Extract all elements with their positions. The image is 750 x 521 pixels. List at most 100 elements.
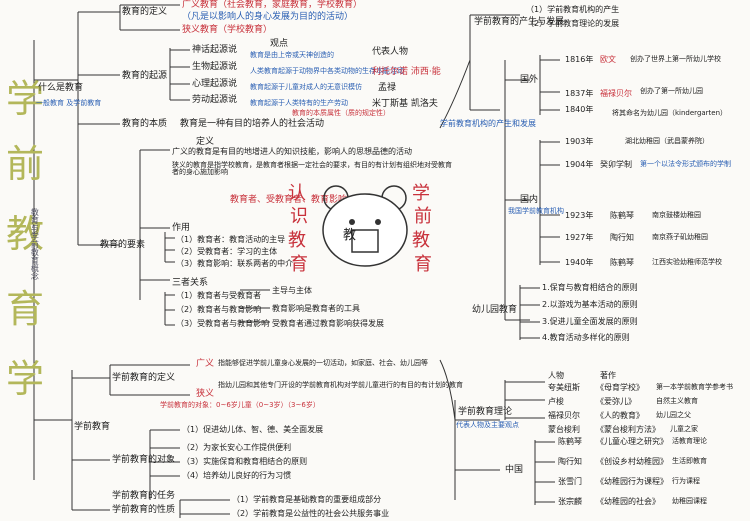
person-1-work: 《母育学校》 bbox=[596, 383, 644, 392]
root-top-sub: 一般教育 及学前教育 bbox=[36, 99, 102, 107]
nature2-1: （1）学前教育是基础教育的重要组成部分 bbox=[232, 495, 382, 504]
person-4-work: 《蒙台梭利方法》 bbox=[596, 425, 660, 434]
relation-3: （3）受教育者与教育影响 bbox=[176, 319, 270, 328]
root-top: 什么是教育 bbox=[38, 83, 84, 93]
bear-face-text: 教 bbox=[343, 228, 357, 243]
def-broad: 广义教育（社会教育，家庭教育，学校教育） bbox=[182, 0, 363, 10]
domestic-sub: 我国学前教育机构 bbox=[508, 207, 564, 215]
defs-title: 教育的定义 bbox=[122, 7, 168, 17]
elements-title: 教育的要素 bbox=[100, 240, 146, 250]
relation-2: （2）教育者与教育影响 bbox=[176, 305, 262, 314]
age-note: 学前教育的对象：0~6岁儿童（0~3岁）（3~6岁） bbox=[160, 401, 320, 409]
object-title: 学前教育的对象 bbox=[112, 455, 176, 465]
center-left-1: 认 bbox=[288, 183, 306, 204]
domestic-2-note: 第一个以法令形式颁布的学制 bbox=[640, 160, 731, 168]
domestic-5-note: 江西实验幼稚师范学校 bbox=[652, 258, 722, 266]
title-char-3: 教 bbox=[6, 212, 45, 256]
nature-note: 教育的本质属性（质的规定性） bbox=[292, 109, 390, 117]
views-header: 观点 bbox=[270, 39, 289, 49]
china-2-name: 陶行知 bbox=[558, 457, 582, 466]
china-title: 中国 bbox=[505, 465, 524, 475]
center-right-1: 学 bbox=[412, 183, 430, 204]
person-1-note: 第一本学前教育学参考书 bbox=[656, 383, 733, 391]
people-header: 人物 bbox=[548, 371, 564, 380]
foreign-1-person: 欧文 bbox=[600, 55, 616, 64]
domestic-1-note: 湖北幼稚园（武昌蒙养院） bbox=[625, 137, 709, 145]
role-2: （2）受教育者：学习的主体 bbox=[176, 247, 278, 256]
foreign-2-year: 1837年 bbox=[565, 89, 594, 98]
person-2-note: 自然主义教育 bbox=[656, 397, 698, 405]
def-text: 广义的教育是有目的地增进人的知识技能，影响人的思想品德的活动 bbox=[172, 147, 412, 156]
def-broad-note: （凡是以影响人的身心发展为目的的活动） bbox=[182, 12, 354, 22]
view-note-1: 教育是由上帝或天神创造的 bbox=[250, 51, 334, 59]
china-4-note: 幼稚园课程 bbox=[672, 497, 707, 505]
roles-title: 作用 bbox=[172, 223, 191, 233]
kg-3: 3.促进儿童全面发展的原则 bbox=[542, 317, 638, 326]
rep-2: 孟禄 bbox=[378, 83, 397, 93]
task-4: （4）培养幼儿良好的行为习惯 bbox=[182, 471, 292, 480]
top-note-2: （2）学前教育理论的发展 bbox=[526, 19, 620, 28]
china-3-name: 张雪门 bbox=[558, 477, 582, 486]
foreign-1-year: 1816年 bbox=[565, 55, 594, 64]
person-3-note: 幼儿园之父 bbox=[656, 411, 691, 419]
top-note-1: （1）学前教育机构的产生 bbox=[526, 5, 620, 14]
center-left-3: 教 bbox=[288, 230, 306, 251]
center-left-4: 育 bbox=[290, 254, 308, 275]
root-bottom: 学前教育 bbox=[74, 422, 111, 432]
domestic-2-year: 1904年 bbox=[565, 160, 594, 169]
person-4-note: 儿童之家 bbox=[670, 425, 698, 433]
preschool-guang: 广义 bbox=[196, 359, 215, 369]
preschool-def-title: 学前教育的定义 bbox=[112, 373, 176, 383]
domestic-3-person: 陈鹤琴 bbox=[610, 211, 634, 220]
def-narrow: 狭义教育（学校教育） bbox=[182, 25, 273, 35]
relation-title: 三者关系 bbox=[172, 278, 209, 288]
title-char-4: 育 bbox=[6, 287, 45, 331]
views-title: 教育的起源 bbox=[122, 71, 168, 81]
domestic-4-person: 陶行知 bbox=[610, 233, 634, 242]
center-right-2: 前 bbox=[414, 206, 432, 227]
kg-4: 4.教育活动多样化的原则 bbox=[542, 333, 630, 342]
person-2-work: 《爱弥儿》 bbox=[596, 397, 636, 406]
def-label: 定义 bbox=[196, 137, 215, 147]
view-psych: 心理起源说 bbox=[192, 79, 238, 89]
china-3-note: 行为课程 bbox=[672, 477, 700, 485]
relation-note-1: 主导与主体 bbox=[272, 286, 312, 295]
china-1-work: 《儿童心理之研究》 bbox=[596, 437, 668, 446]
task-3: （3）实施保育和教育相结合的原则 bbox=[182, 457, 308, 466]
china-4-name: 张宗麟 bbox=[558, 497, 582, 506]
domestic-label: 国内 bbox=[520, 195, 539, 205]
foreign-2-note: 创办了第一所幼儿园 bbox=[640, 87, 703, 95]
title-char-5: 学 bbox=[6, 357, 45, 401]
tasks-title: 学前教育的任务 bbox=[112, 491, 176, 501]
kg-title: 幼儿园教育 bbox=[472, 305, 518, 315]
works-header: 著作 bbox=[600, 371, 616, 380]
nature-title: 教育的本质 bbox=[122, 119, 168, 129]
domestic-5-person: 陈鹤琴 bbox=[610, 258, 634, 267]
domestic-5-year: 1940年 bbox=[565, 258, 594, 267]
rep-3: 米丁斯基 凯洛夫 bbox=[372, 99, 438, 109]
relation-1: （1）教育者与受教育者 bbox=[176, 291, 262, 300]
person-4-name: 蒙台梭利 bbox=[548, 425, 580, 434]
foreign-label: 国外 bbox=[520, 75, 539, 85]
history-sub: 学前教育机构的产生和发展 bbox=[440, 119, 536, 128]
center-right-3: 教 bbox=[412, 230, 430, 251]
foreign-2-person: 福禄贝尔 bbox=[600, 89, 632, 98]
nature2-2: （2）学前教育是公益性的社会公共服务事业 bbox=[232, 509, 390, 518]
bear-illustration bbox=[322, 185, 408, 267]
domestic-3-year: 1923年 bbox=[565, 211, 594, 220]
china-1-name: 陈鹤琴 bbox=[558, 437, 582, 446]
domestic-4-note: 南京燕子矶幼稚园 bbox=[652, 233, 708, 241]
title-side-note: 教育与学前教育概念 bbox=[30, 208, 40, 280]
task-2: （2）为家长安心工作提供便利 bbox=[182, 443, 292, 452]
rep-1: 利托尔诺 沛西·能 bbox=[372, 67, 441, 77]
title-char-1: 学 bbox=[6, 77, 45, 121]
def-text-2: 狭义的教育是指学校教育，是教育者根据一定社会的要求，有目的有计划有组织地对受教育… bbox=[172, 161, 452, 177]
person-3-name: 福禄贝尔 bbox=[548, 411, 580, 420]
foreign-3-note: 将其命名为幼儿园（kindergarten） bbox=[612, 109, 728, 117]
role-1: （1）教育者：教育活动的主导 bbox=[176, 235, 286, 244]
reps-header: 代表人物 bbox=[372, 47, 409, 57]
domestic-2-person: 癸卯学制 bbox=[600, 160, 632, 169]
preschool-guang-text: 指能够促进学前儿童身心发展的一切活动，如家庭、社会、幼儿园等 bbox=[218, 359, 428, 367]
